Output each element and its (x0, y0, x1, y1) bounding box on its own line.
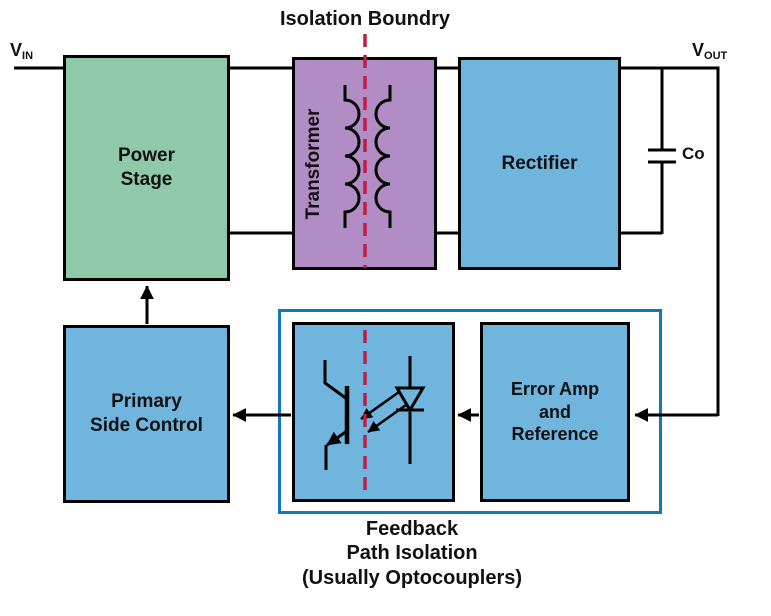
optocoupler-block (292, 322, 455, 502)
transformer-label: Transformer (303, 108, 324, 219)
vin-subscript: IN (22, 50, 34, 62)
vout-subscript: OUT (704, 50, 728, 62)
output-capacitor-label: Co (682, 144, 705, 163)
isolation-boundary-title: Isolation Boundry (280, 8, 450, 30)
transformer-block: Transformer (292, 57, 437, 270)
capacitor-icon (648, 68, 676, 234)
vin-base: V (10, 40, 23, 60)
rectifier-label: Rectifier (501, 152, 578, 174)
vout-base: V (692, 40, 705, 60)
vin-label: VIN (10, 40, 33, 62)
primary-side-control-label: Primary Side Control (90, 391, 203, 436)
vout-label: VOUT (692, 40, 727, 62)
power-stage-label: Power Stage (117, 145, 176, 190)
rectifier-block: Rectifier (458, 57, 621, 270)
feedback-caption: Feedback Path Isolation (Usually Optocou… (301, 518, 523, 589)
power-stage-block: Power Stage (63, 55, 230, 281)
primary-side-control-block: Primary Side Control (63, 325, 230, 503)
error-amp-block: Error Amp and Reference (480, 322, 630, 502)
error-amp-label: Error Amp and Reference (510, 379, 600, 445)
